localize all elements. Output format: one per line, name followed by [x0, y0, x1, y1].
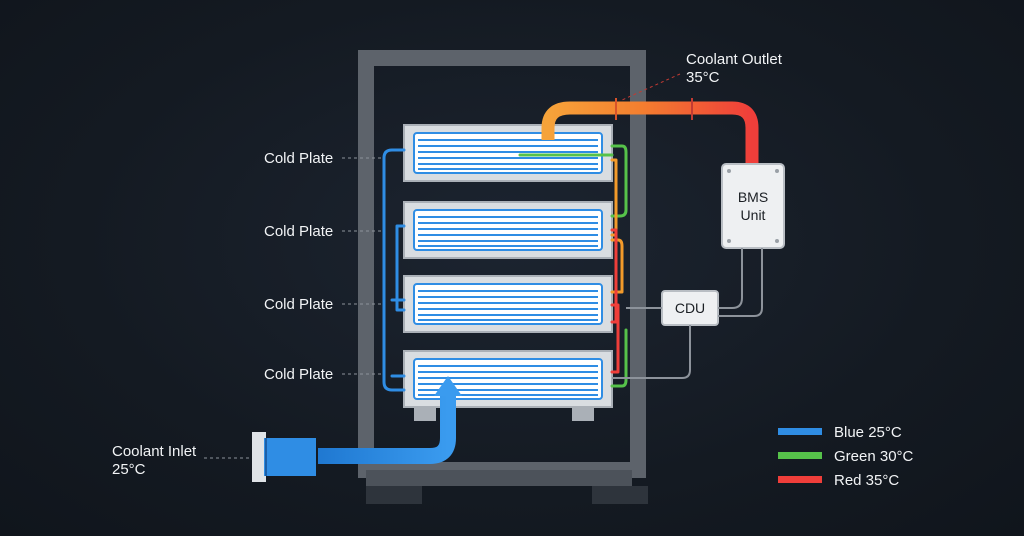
cdu-unit: CDU — [661, 290, 719, 326]
coolant-outlet-pipe — [541, 101, 759, 163]
legend-label: Blue 25°C — [834, 424, 902, 441]
cdu-label: CDU — [675, 300, 705, 316]
bms-unit: BMS Unit — [721, 163, 785, 249]
coolant-outlet-label: Coolant Outlet 35°C — [621, 51, 783, 101]
legend-swatch — [778, 476, 822, 483]
svg-text:Cold Plate: Cold Plate — [264, 296, 333, 313]
legend-label: Green 30°C — [834, 448, 914, 465]
coolant-inlet-pipe — [318, 392, 456, 464]
svg-text:35°C: 35°C — [686, 69, 720, 86]
plate-mount-right — [572, 407, 594, 421]
cold-plate-label-3: Cold Plate — [264, 296, 382, 313]
rack-frame — [358, 50, 648, 504]
return-manifold — [518, 144, 628, 388]
svg-text:Coolant Outlet: Coolant Outlet — [686, 51, 783, 68]
inlet-arrow — [434, 376, 462, 396]
legend-swatch — [778, 452, 822, 459]
rack-foot-right — [592, 486, 648, 504]
inlet-flange — [252, 432, 266, 482]
cold-plate-3 — [403, 275, 613, 333]
cold-plate-label-1: Cold Plate — [264, 150, 382, 167]
svg-text:Coolant Inlet: Coolant Inlet — [112, 443, 197, 460]
cold-plate-label-2: Cold Plate — [264, 223, 382, 240]
cold-plate-2 — [403, 201, 613, 259]
rack-foot-left — [366, 486, 422, 504]
inlet-coupling — [264, 438, 316, 476]
signal-wires — [612, 248, 763, 379]
bms-label-line2: Unit — [741, 207, 766, 223]
legend: Blue 25°C Green 30°C Red 35°C — [778, 424, 914, 489]
cold-plate-4 — [403, 350, 613, 421]
svg-text:Cold Plate: Cold Plate — [264, 150, 333, 167]
legend-item-red: Red 35°C — [778, 472, 899, 489]
svg-text:Cold Plate: Cold Plate — [264, 223, 333, 240]
cold-plate-1 — [403, 124, 613, 182]
plate-mount-left — [414, 407, 436, 421]
legend-item-green: Green 30°C — [778, 448, 914, 465]
bms-label-line1: BMS — [738, 189, 768, 205]
legend-label: Red 35°C — [834, 472, 899, 489]
svg-text:Cold Plate: Cold Plate — [264, 366, 333, 383]
svg-text:25°C: 25°C — [112, 461, 146, 478]
legend-swatch — [778, 428, 822, 435]
cold-plate-label-4: Cold Plate — [264, 366, 382, 383]
supply-manifold — [382, 148, 406, 392]
legend-item-blue: Blue 25°C — [778, 424, 902, 441]
coolant-inlet-label: Coolant Inlet 25°C — [112, 443, 250, 478]
